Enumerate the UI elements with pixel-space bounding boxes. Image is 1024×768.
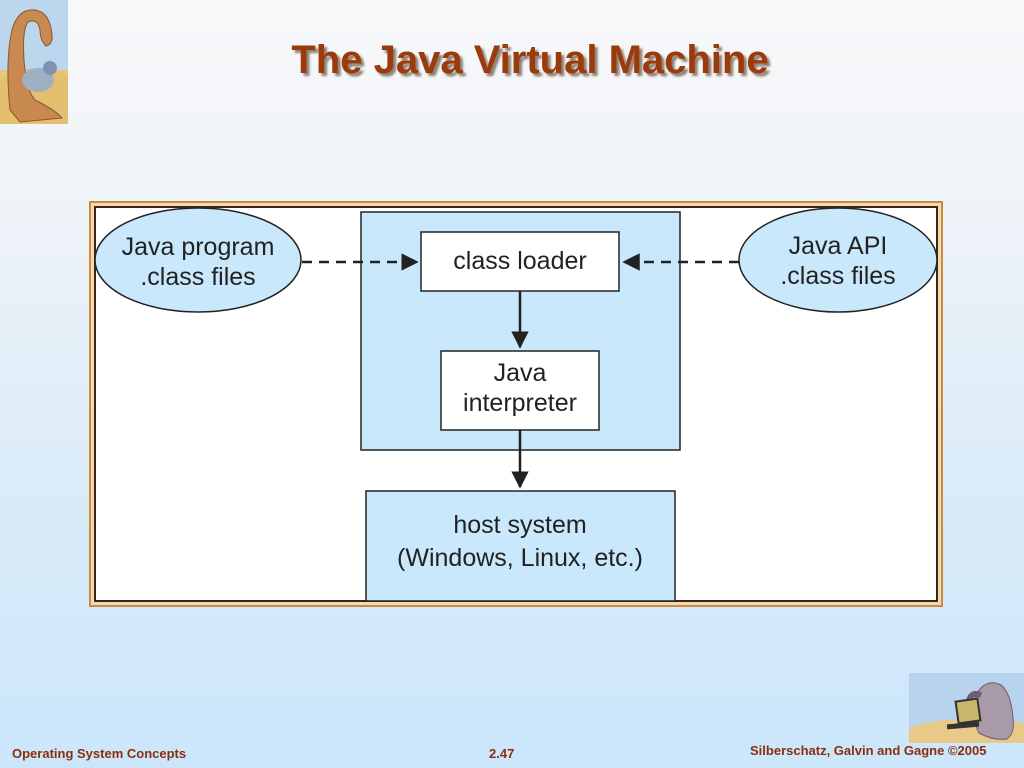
- dinosaur-illustration-bottom: [909, 673, 1024, 743]
- node-java-interpreter-line2: interpreter: [463, 389, 577, 417]
- node-java-program: Java program .class files: [94, 207, 302, 313]
- node-java-interpreter-line1: Java: [494, 359, 547, 387]
- node-java-interpreter: Java interpreter: [440, 350, 600, 431]
- node-java-program-line1: Java program: [122, 233, 275, 261]
- node-java-api-line2: .class files: [780, 262, 895, 290]
- footer-page-number: 2.47: [489, 746, 515, 761]
- node-java-program-line2: .class files: [140, 263, 255, 291]
- footer-copyright: Silberschatz, Galvin and Gagne ©2005: [750, 743, 987, 758]
- node-host-system-line2: (Windows, Linux, etc.): [397, 544, 643, 572]
- footer-book-title: Operating System Concepts: [12, 746, 187, 761]
- dinosaur-illustration-top: [0, 0, 68, 124]
- node-host-system: host system (Windows, Linux, etc.): [365, 490, 676, 602]
- node-class-loader: class loader: [420, 231, 620, 292]
- slide-title: The Java Virtual Machine: [291, 38, 769, 82]
- node-class-loader-label: class loader: [453, 247, 586, 275]
- node-java-api-line1: Java API: [789, 232, 888, 260]
- node-host-system-line1: host system: [453, 511, 586, 539]
- node-java-api: Java API .class files: [738, 207, 938, 313]
